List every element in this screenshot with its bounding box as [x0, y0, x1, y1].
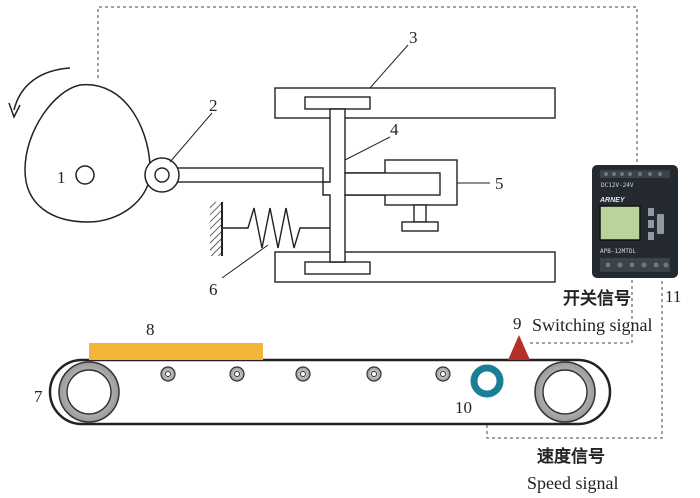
- label-11: 11: [665, 287, 681, 306]
- speed-signal-en: Speed signal: [527, 473, 619, 493]
- label-7: 7: [34, 387, 43, 406]
- actuator-foot: [401, 221, 439, 232]
- slider-top-cap: [304, 96, 371, 110]
- plc-brand: ARNEY: [599, 197, 626, 204]
- plc-lcd-screen: [599, 205, 641, 241]
- plc-top-text: DC12V-24V: [601, 182, 634, 189]
- cam-profile: [24, 84, 151, 223]
- leader-4: [344, 136, 391, 161]
- label-1: 1: [57, 168, 66, 187]
- conveyor-belt: [48, 358, 612, 426]
- idler-centers: [165, 371, 446, 377]
- frame-bottom-rail: [274, 251, 556, 283]
- switching-signal-cn: 开关信号: [563, 288, 631, 309]
- wall-hatch: [210, 202, 222, 256]
- cam-to-plc-wire: [97, 6, 638, 165]
- label-2: 2: [209, 96, 218, 115]
- follower-pin: [154, 167, 170, 183]
- right-pulley-hub: [542, 369, 588, 415]
- slider-bottom-cap: [304, 261, 371, 275]
- trigger-marker: [508, 335, 530, 360]
- label-4: 4: [390, 120, 399, 139]
- actuator-stem: [413, 204, 427, 223]
- plc-bottom-terminals: [600, 258, 670, 272]
- spring-coil: [222, 207, 330, 249]
- plc-buttons: [648, 208, 664, 240]
- cam: [8, 67, 151, 223]
- spring-assembly: [210, 202, 330, 256]
- label-3: 3: [409, 28, 418, 47]
- label-8: 8: [146, 320, 155, 339]
- actuator: [344, 159, 458, 232]
- label-5: 5: [495, 174, 504, 193]
- product-item: [89, 343, 263, 360]
- follower: [144, 157, 324, 193]
- leader-3: [369, 44, 409, 89]
- plc-bottom-screws: [605, 262, 669, 268]
- plc-controller: DC12V-24V ARNEY APB-12MTDL: [592, 165, 678, 278]
- left-pulley-hub: [66, 369, 112, 415]
- plc-model: APB-12MTDL: [600, 248, 637, 255]
- cam-shaft: [75, 165, 95, 185]
- rotation-arrowhead: [8, 102, 21, 119]
- label-9: 9: [513, 314, 522, 333]
- push-rod: [164, 167, 324, 183]
- leader-lines: [169, 44, 490, 279]
- signal-wires: [97, 6, 663, 439]
- conveyor: [48, 358, 612, 426]
- plc-top-screws: [604, 172, 662, 176]
- plc-top-terminals: [600, 170, 670, 178]
- leader-6: [221, 244, 269, 279]
- rotation-arrow: [13, 67, 71, 111]
- actuator-inner: [344, 172, 441, 196]
- switching-signal-en: Switching signal: [532, 315, 653, 335]
- leader-2: [169, 112, 213, 163]
- speed-sensor: [470, 364, 504, 398]
- label-10: 10: [455, 398, 472, 417]
- switching-signal-wire: [530, 278, 633, 344]
- speed-signal-cn: 速度信号: [537, 446, 605, 467]
- label-6: 6: [209, 280, 218, 299]
